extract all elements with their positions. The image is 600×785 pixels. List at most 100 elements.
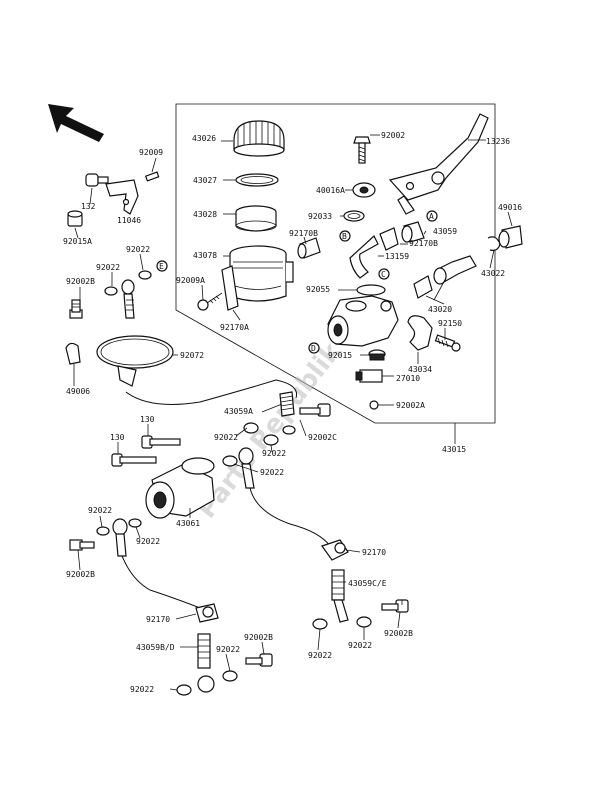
svg-text:92002C: 92002C — [308, 433, 337, 442]
screw-92002 — [353, 136, 371, 164]
svg-text:92170B: 92170B — [289, 229, 318, 238]
callout-A: A — [426, 210, 438, 222]
callout-E: E — [156, 260, 168, 272]
svg-text:92002: 92002 — [381, 131, 405, 140]
svg-text:E: E — [159, 262, 164, 271]
svg-text:92022: 92022 — [88, 506, 112, 515]
svg-text:92170: 92170 — [146, 615, 170, 624]
banjo-fitting-lower — [112, 518, 128, 557]
diaphragm-plate — [235, 173, 279, 187]
svg-text:43026: 43026 — [192, 134, 216, 143]
svg-text:92022: 92022 — [96, 263, 120, 272]
spring-pin-92170B-2 — [379, 227, 399, 251]
banjo-43059BD — [197, 633, 215, 693]
banjo-fitting-upper — [121, 279, 135, 319]
brake-hose-upper — [125, 379, 298, 405]
washer-right-2 — [356, 616, 372, 628]
svg-text:13159: 13159 — [385, 252, 409, 261]
svg-text:43034: 43034 — [408, 365, 432, 374]
svg-text:92002A: 92002A — [396, 401, 425, 410]
bolt-130a — [141, 435, 181, 449]
bolt-92002B-lower — [69, 539, 95, 551]
circlip — [343, 210, 365, 222]
svg-text:92150: 92150 — [438, 319, 462, 328]
svg-text:92072: 92072 — [180, 351, 204, 360]
spring-pin-92170B — [297, 237, 321, 259]
bleed-cap — [65, 342, 81, 365]
clamp-bolt — [434, 334, 461, 352]
washer-bottom-1 — [176, 684, 192, 696]
o-ring — [356, 284, 386, 296]
watermark: Parts Republik — [192, 337, 348, 525]
svg-text:92022: 92022 — [126, 245, 150, 254]
screw-92009 — [144, 171, 160, 182]
bolt-92002B-bottom — [245, 653, 273, 667]
svg-text:130: 130 — [140, 415, 155, 424]
fitting-92170-lower — [195, 603, 219, 623]
brake-switch — [355, 369, 394, 383]
boot — [352, 182, 376, 198]
svg-text:92022: 92022 — [130, 685, 154, 694]
bolt-92002C — [299, 403, 331, 417]
svg-text:49016: 49016 — [498, 203, 522, 212]
washer-mid-3 — [222, 455, 238, 467]
bolt-92002B-right — [381, 599, 409, 613]
reservoir-cap — [233, 120, 285, 157]
svg-text:92015: 92015 — [328, 351, 352, 360]
piston-assembly — [413, 255, 477, 299]
bracket-11046 — [105, 179, 139, 215]
part-labels: 43026 92002 13236 43027 92009 132 11046 … — [63, 131, 522, 694]
brake-lever — [388, 113, 489, 215]
svg-text:43059C/E: 43059C/E — [348, 579, 387, 588]
reservoir-clamp — [221, 265, 239, 311]
svg-text:43061: 43061 — [176, 519, 200, 528]
screw-132 — [85, 173, 109, 187]
callout-C: C — [378, 268, 390, 280]
brake-hose-mid — [249, 487, 331, 547]
rear-master-cylinder — [145, 457, 215, 519]
banjo-43059CE — [331, 569, 349, 623]
svg-text:92055: 92055 — [306, 285, 330, 294]
svg-text:92033: 92033 — [308, 212, 332, 221]
boot-49016 — [498, 225, 523, 249]
svg-text:92170A: 92170A — [220, 323, 249, 332]
svg-text:D: D — [311, 344, 316, 353]
washer-mid-4 — [282, 425, 296, 435]
washer-upper-2 — [104, 286, 118, 296]
svg-text:92009A: 92009A — [176, 276, 205, 285]
master-cylinder-body — [327, 295, 399, 347]
pivot-bolt — [401, 221, 425, 243]
washer-lower-1 — [96, 526, 110, 536]
svg-text:43015: 43015 — [442, 445, 466, 454]
screw-92002A — [369, 400, 394, 410]
svg-text:43028: 43028 — [193, 210, 217, 219]
svg-text:130: 130 — [110, 433, 125, 442]
washer-bottom-2 — [222, 670, 238, 682]
svg-text:A: A — [429, 212, 434, 221]
leader-lines — [73, 157, 513, 691]
svg-text:92022: 92022 — [348, 641, 372, 650]
svg-text:92022: 92022 — [262, 449, 286, 458]
front-arrow-icon — [48, 104, 104, 142]
svg-text:43022: 43022 — [481, 269, 505, 278]
svg-text:43078: 43078 — [193, 251, 217, 260]
handlebar-clamp — [407, 315, 433, 351]
svg-text:92022: 92022 — [136, 537, 160, 546]
assembly-outline — [175, 103, 496, 424]
nut-92015 — [368, 349, 386, 361]
svg-text:27010: 27010 — [396, 374, 420, 383]
svg-text:92170: 92170 — [362, 548, 386, 557]
svg-text:C: C — [381, 270, 386, 279]
callout-B: B — [339, 230, 351, 242]
brake-hose-lower-left — [121, 555, 201, 609]
banjo-43059A — [279, 391, 295, 417]
reservoir — [229, 245, 294, 302]
svg-text:92002B: 92002B — [244, 633, 273, 642]
svg-text:43059A: 43059A — [224, 407, 253, 416]
svg-text:13236: 13236 — [486, 137, 510, 146]
callout-D: D — [308, 342, 320, 354]
collar-92015A — [67, 210, 83, 227]
svg-text:92002B: 92002B — [66, 277, 95, 286]
svg-text:92022: 92022 — [214, 433, 238, 442]
